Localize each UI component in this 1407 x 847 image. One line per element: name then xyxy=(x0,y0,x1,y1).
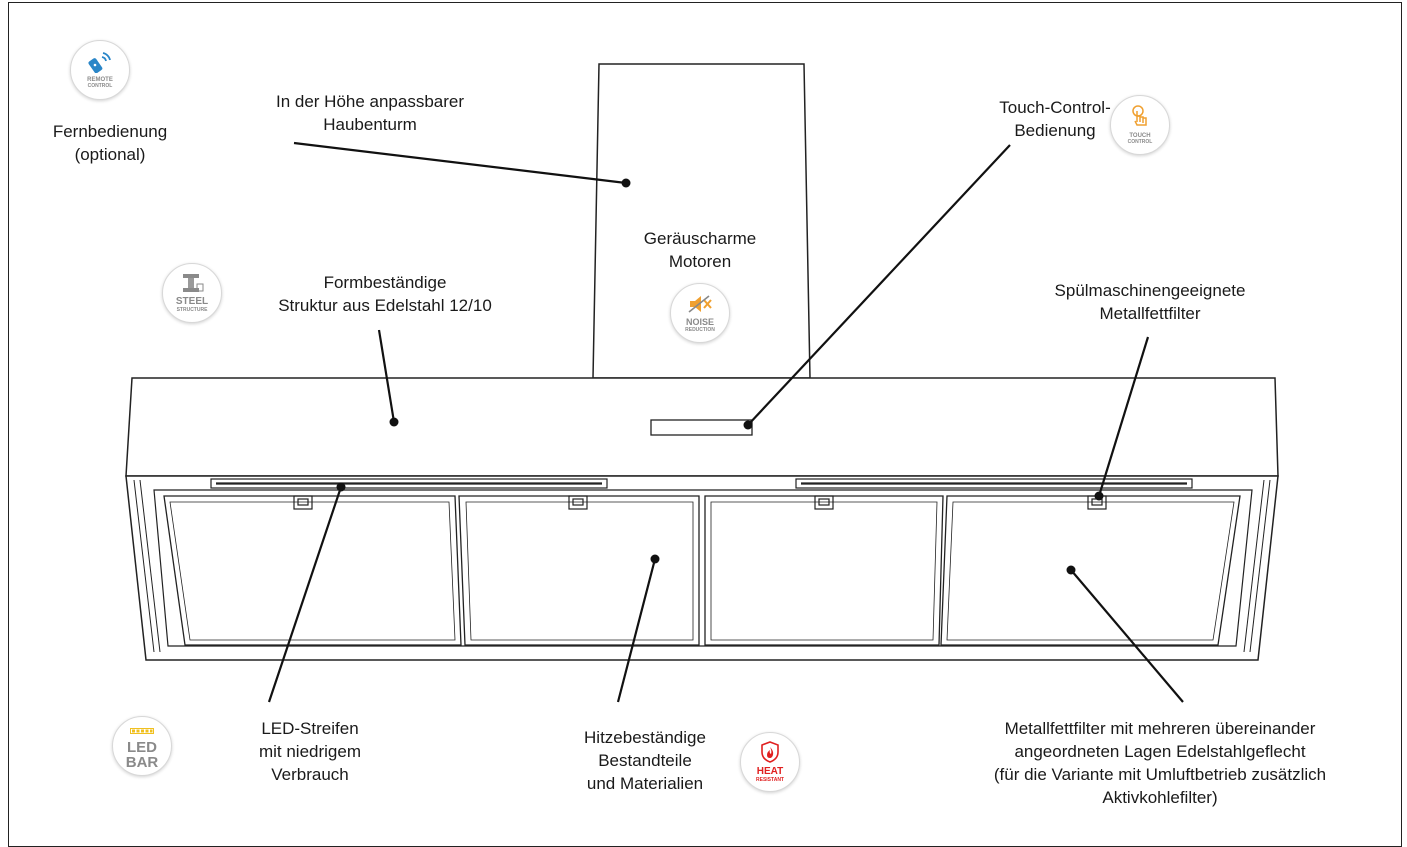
hood-canopy xyxy=(125,377,1279,477)
led-strip-icon xyxy=(130,722,154,738)
led-bar-left xyxy=(210,478,608,489)
steel-structure-badge: STEEL STRUCTURE xyxy=(162,263,222,323)
heat-resistant-badge: HEAT RESISTANT xyxy=(740,732,800,792)
touch-control-badge: TOUCH CONTROL xyxy=(1110,95,1170,155)
flame-shield-icon xyxy=(760,741,780,767)
remote-control-badge: REMOTE CONTROL xyxy=(70,40,130,100)
muted-speaker-icon xyxy=(687,294,713,318)
hood-tray xyxy=(125,475,1279,661)
touch-panel xyxy=(650,419,753,436)
label-filter-bottom: Metallfettfilter mit mehreren übereinand… xyxy=(993,719,1327,807)
remote-control-icon xyxy=(88,51,112,77)
leader-lines xyxy=(267,141,1184,703)
noise-reduction-badge: NOISE REDUCTION xyxy=(670,283,730,343)
led-bar-badge: LED BAR xyxy=(112,716,172,776)
steel-beam-icon xyxy=(180,273,204,297)
label-touch: Touch-Control-Bedienung xyxy=(999,98,1111,140)
led-bar-right xyxy=(795,478,1193,489)
touch-hand-icon xyxy=(1129,105,1151,133)
label-remote: Fernbedienung(optional) xyxy=(52,122,168,164)
grease-filters xyxy=(163,495,1241,646)
leader-dots xyxy=(336,178,1104,575)
